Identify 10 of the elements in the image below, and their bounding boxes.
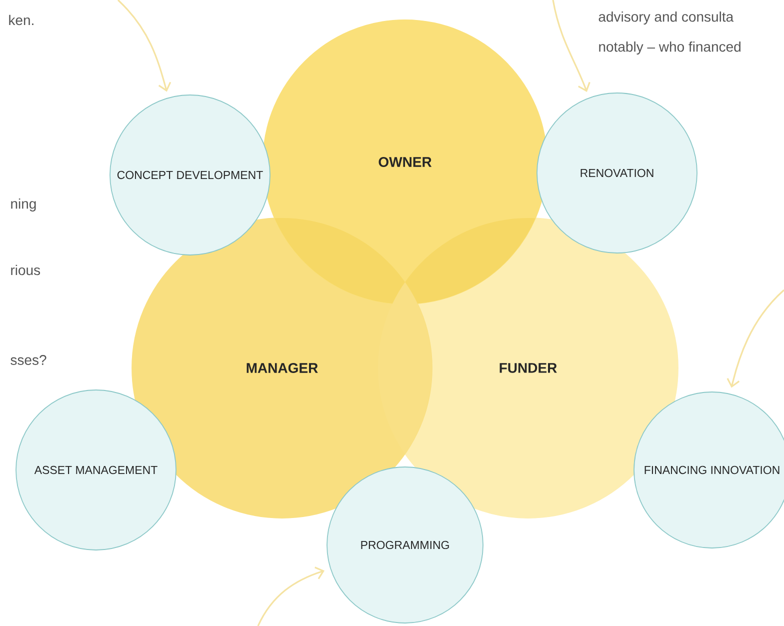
arrow — [257, 566, 325, 626]
side-text: ning — [11, 198, 36, 212]
arrow — [726, 289, 784, 388]
side-text: sses? — [10, 355, 46, 365]
arrow — [552, 0, 590, 92]
arrow — [117, 0, 172, 92]
side-text: notably – who financed — [599, 41, 740, 55]
side-text: rious — [11, 264, 40, 276]
side-text: advisory and consulta — [598, 11, 734, 25]
side-text: ken. — [9, 14, 34, 26]
